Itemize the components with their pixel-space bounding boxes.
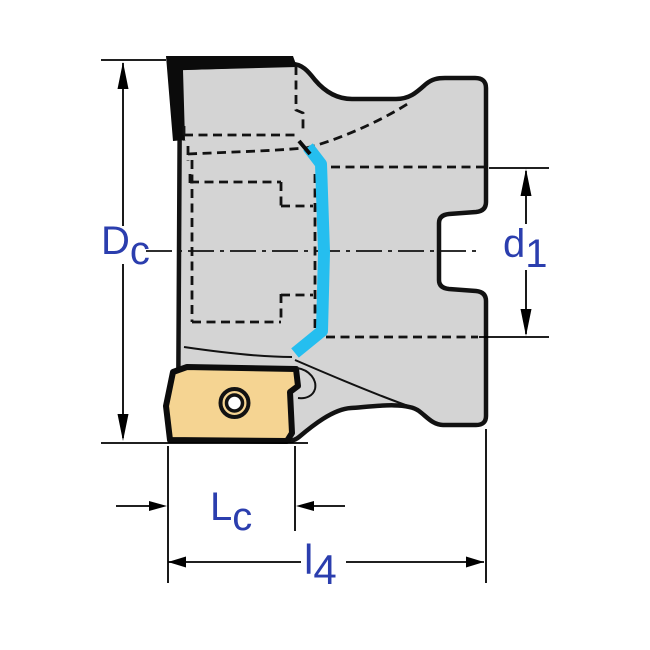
insert-screw-hole-outer [218,387,251,419]
label-Lc-sub: c [232,495,253,539]
insert-screw-hole-inner [224,393,245,413]
label-l4-main: l [304,536,314,583]
label-Dc: Dc [101,221,150,271]
l4-arrow-right [466,556,484,568]
dimension-l4 [168,429,487,583]
label-d1: d1 [503,224,548,274]
d1-arrow-down [520,309,532,336]
dimension-Lc [116,446,345,583]
l4-arrow-left [168,556,186,568]
hidden-edges [182,66,484,339]
dimension-Dc [101,59,308,444]
label-d1-main: d [503,222,526,266]
Lc-arrow-left [296,501,314,511]
edge-highlight [291,143,330,358]
d1-arrow-up [520,169,532,196]
label-l4-sub: 4 [313,546,337,593]
label-l4: l4 [304,539,337,591]
label-Lc: Lc [210,487,252,537]
label-Dc-main: D [101,219,130,263]
Lc-arrow-right [149,501,167,511]
flute-face-contour [183,346,293,358]
Dc-arrow-down [117,414,129,441]
edge-highlight-border [297,139,312,156]
label-Lc-main: L [210,485,233,529]
Dc-arrow-up [117,62,129,89]
insert-pocket-contour [296,367,317,400]
label-Dc-sub: c [129,229,150,273]
face-sweep-contour [294,359,415,409]
cutter-body [175,61,489,444]
label-d1-sub: 1 [525,232,548,276]
cutting-edge-land [166,56,297,141]
